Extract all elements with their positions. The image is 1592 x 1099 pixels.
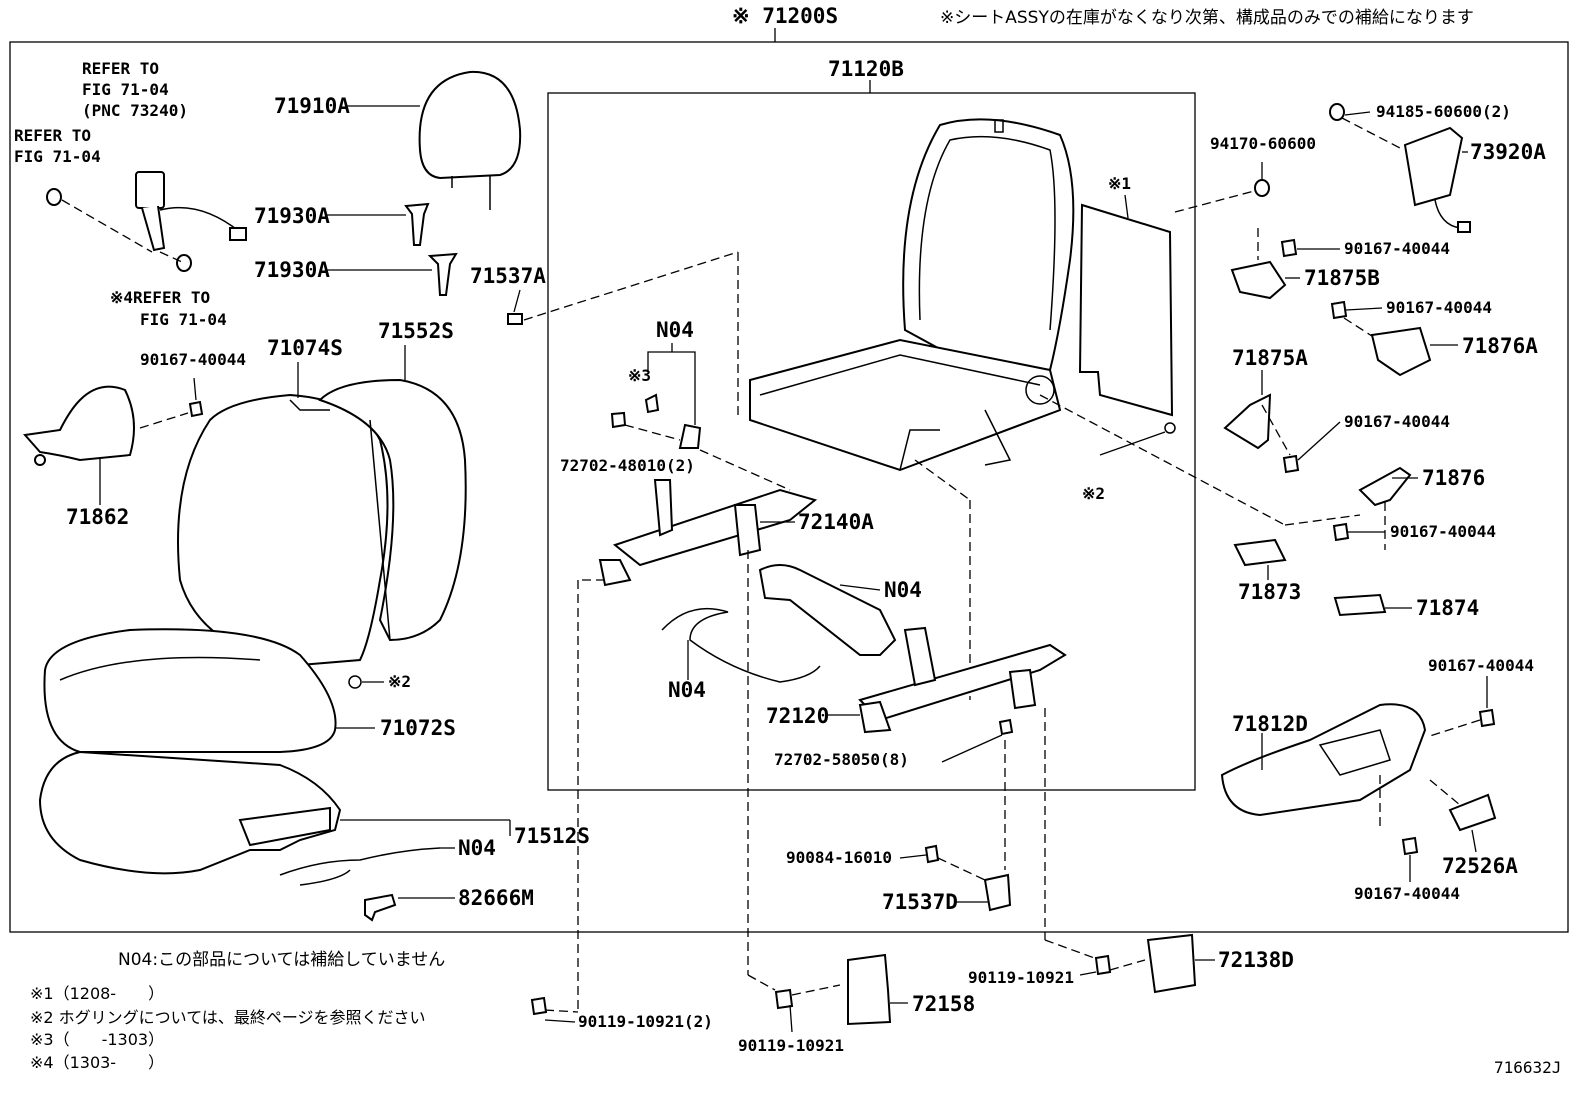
cover-71876 [1358,466,1412,507]
figure-code: 716632J [1494,1058,1562,1077]
part-label-90167-r1: 90167-40044 [1344,239,1450,258]
seat-back-board-drawing [1078,203,1174,417]
bracket-71874 [1333,593,1387,617]
part-label-90167-r4: 90167-40044 [1390,522,1496,541]
ref-left-line1: REFER TO [14,126,92,145]
side-airbag-drawing [1403,126,1464,207]
part-label-71537a: 71537A [470,264,546,288]
part-label-n04-mid: N04 [884,578,922,602]
ref-mid-line2: FIG 71-04 [140,310,227,329]
clip-71537d [983,873,1012,912]
part-label-71512s: 71512S [514,824,590,848]
part-label-71812d: 71812D [1232,712,1308,736]
part-label-73920a: 73920A [1470,140,1546,164]
rail-cover-drawing [758,564,897,656]
ref-top-line1: REFER TO [82,59,160,78]
footnote-1: ※1（1208- ） [30,984,165,1003]
ref-left-line2: FIG 71-04 [14,147,101,166]
part-label-71552s: 71552S [378,319,454,343]
part-label-72138d: 72138D [1218,948,1294,972]
part-label-72702-48010: 72702-48010(2) [560,456,695,475]
footnote-2: ※2 ホグリングについては、最終ページを参照ください [30,1008,426,1027]
knob-72526a [1448,793,1497,832]
part-label-90167-left: 90167-40044 [140,350,246,369]
ref-top-line3: (PNC 73240) [82,101,188,120]
part-label-71875a: 71875A [1232,346,1308,370]
part-label-72158: 72158 [912,992,976,1016]
part-label-71930a-2: 71930A [254,258,330,282]
outer-frame [9,41,1569,933]
ref-mid-line1: ※4REFER TO [110,288,211,307]
part-label-71072s: 71072S [380,716,456,740]
seat-frame-drawing [749,118,1075,472]
part-label-71873: 71873 [1238,580,1302,604]
part-label-90119-10921-c: 90119-10921 [968,968,1074,987]
header-note: ※シートASSYの在庫がなくなり次第、構成品のみでの補給になります [940,8,1474,28]
part-label-94170-60600: 94170-60600 [1210,134,1316,153]
part-label-71874: 71874 [1416,596,1480,620]
seat-back-cover-drawing [177,393,389,667]
part-label-n04-bottom: N04 [458,836,496,860]
mark-2-left: ※2 [388,672,412,691]
assembly-label: ※ 71200S [732,4,839,28]
seat-cushion-cover-drawing [43,628,337,753]
seat-back-pad-drawing [318,378,467,642]
part-label-90167-r5: 90167-40044 [1428,656,1534,675]
part-label-71862: 71862 [66,505,130,529]
cover-72138d [1146,933,1197,994]
part-label-94185-60600: 94185-60600(2) [1376,102,1511,121]
headrest-guide-drawing [404,202,458,296]
cover-71875b [1230,260,1287,300]
part-label-72702-58050: 72702-58050(8) [774,750,909,769]
footnote-n04: N04:この部品については補給していません [118,950,446,970]
recliner-cover-drawing [23,385,135,466]
clip-71537a [507,313,523,325]
part-label-90167-r3: 90167-40044 [1344,412,1450,431]
wire-harness-drawing [279,847,441,876]
footnote-3: ※3（ -1303） [30,1030,165,1049]
inner-assembly-label: 71120B [828,57,904,81]
seat-adjuster-drawing [598,479,818,587]
ref-top-line2: FIG 71-04 [82,80,169,99]
bracket-71873 [1233,538,1287,567]
clip-82666m [364,893,397,922]
part-label-90119-10921-b: 90119-10921 [738,1036,844,1055]
part-label-71876: 71876 [1422,466,1486,490]
part-label-71910a: 71910A [274,94,350,118]
headrest-drawing [418,70,522,210]
part-label-90167-r6: 90167-40044 [1354,884,1460,903]
mark-3: ※3 [628,366,652,385]
part-label-72526a: 72526A [1442,854,1518,878]
inner-frame [547,92,1196,791]
part-label-72120: 72120 [766,704,830,728]
seat-cushion-pad-drawing [38,750,342,875]
part-label-71875b: 71875B [1304,266,1380,290]
part-label-71074s: 71074S [267,336,343,360]
cover-72158 [847,953,892,1026]
part-label-n04-low: N04 [668,678,706,702]
seat-adjuster-72120-drawing [858,626,1067,734]
footnote-4: ※4（1303- ） [30,1053,165,1072]
part-label-n04-top: N04 [656,318,694,342]
cover-71875a [1223,393,1272,450]
part-label-71930a-1: 71930A [254,204,330,228]
part-label-72140a: 72140A [798,510,874,534]
part-label-90084-16010: 90084-16010 [786,848,892,867]
part-label-90167-r2: 90167-40044 [1386,298,1492,317]
part-label-90119-10921-2: 90119-10921(2) [578,1012,713,1031]
mark-2-right: ※2 [1082,484,1106,503]
part-label-82666m: 82666M [458,886,534,910]
part-label-71537d: 71537D [882,890,958,914]
seat-belt-buckle-drawing [46,171,247,272]
part-label-71876a: 71876A [1462,334,1538,358]
mark-1: ※1 [1108,174,1132,193]
wire-drawing [661,607,821,683]
cover-71876a [1370,326,1432,377]
